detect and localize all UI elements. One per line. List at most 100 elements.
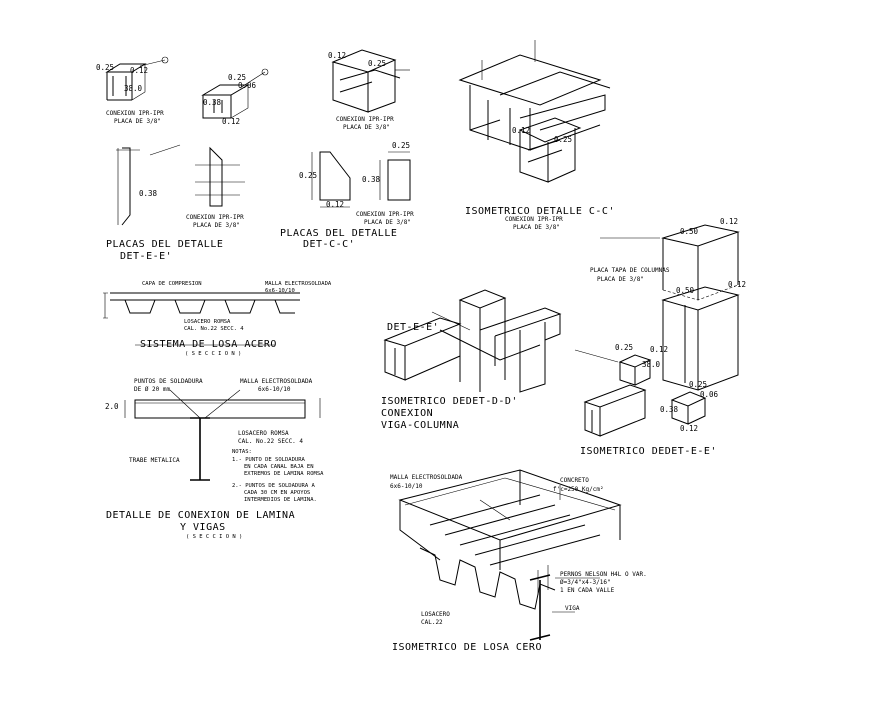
- caption-placa: PLACA DE 3/8": [193, 222, 240, 229]
- losa-acero-section: [103, 292, 300, 346]
- caption-conexion: CONEXION IPR-IPR: [336, 116, 394, 123]
- title-placas-e: PLACAS DEL DETALLE: [106, 239, 224, 250]
- label-losacero: LOSACERO ROMSA: [184, 319, 231, 325]
- title-iso-c: ISOMETRICO DETALLE C-C': [465, 206, 615, 217]
- caption-conexion: CONEXION IPR-IPR: [186, 214, 244, 221]
- label-malla: MALLA ELECTROSOLDADA: [240, 378, 313, 385]
- dim-label: 0.12: [512, 126, 531, 135]
- iso-d-viga-columna: [383, 289, 562, 393]
- title-iso-d-viga: VIGA-COLUMNA: [381, 420, 460, 431]
- title-iso-e: ISOMETRICO DEDET-E-E': [580, 446, 717, 457]
- label-losacero: LOSACERO ROMSA: [238, 430, 289, 437]
- note-text: EXTREMOS DE LAMINA ROMSA: [244, 471, 324, 477]
- dim-label: 0.12: [326, 200, 345, 209]
- title-iso-d-conexion: CONEXION: [381, 408, 434, 419]
- label-trabe: TRABE METALICA: [129, 457, 180, 464]
- title-sistema-losa: SISTEMA DE LOSA ACERO: [140, 339, 277, 350]
- title-det-conexion-sub: Y VIGAS: [180, 522, 226, 533]
- label-det-e-ref: DET-E-E': [387, 322, 440, 333]
- dim-label: 0.25: [554, 135, 573, 144]
- ipr-connection-small: [574, 349, 652, 386]
- label-pernos-diam: Ø=3/4"x4-3/16": [560, 579, 611, 586]
- iso-e-columna: [600, 224, 740, 391]
- dim-label: 0.25: [299, 171, 318, 180]
- ipr-connection-detail-1: [105, 56, 169, 101]
- dim-label: 0.12: [130, 66, 149, 75]
- caption-conexion: CONEXION IPR-IPR: [505, 216, 563, 223]
- title-det-conexion: DETALLE DE CONEXION DE LAMINA: [106, 510, 296, 521]
- dim-label: 0.06: [238, 81, 257, 90]
- label-viga: VIGA: [565, 605, 580, 612]
- dim-label: 0.12: [328, 51, 347, 60]
- dim-label: 0.25: [689, 380, 708, 389]
- conexion-lamina-section: [124, 389, 321, 481]
- iso-losa-cero: [398, 469, 622, 641]
- title-iso-losa: ISOMETRICO DE LOSA CERO: [392, 642, 542, 653]
- dim-label: 0.12: [222, 117, 241, 126]
- note-text: 2.- PUNTOS DE SOLDADURA A: [232, 483, 315, 489]
- label-losacero-spec: CAL. No.22 SECC. 4: [184, 326, 244, 332]
- dim-label: 2.0: [105, 402, 119, 411]
- label-losacero: LOSACERO: [421, 611, 450, 618]
- label-capa-compresion: CAPA DE COMPRESION: [142, 281, 202, 287]
- dim-label: 0.06: [700, 390, 719, 399]
- caption-conexion: CONEXION IPR-IPR: [356, 211, 414, 218]
- note-text: 1.- PUNTO DE SOLDADURA: [232, 457, 305, 463]
- note-text: EN CADA CANAL BAJA EN: [244, 464, 314, 470]
- caption-placa: PLACA DE 3/8": [597, 276, 644, 283]
- label-puntos: PUNTOS DE SOLDADURA: [134, 378, 203, 385]
- label-losacero-spec: CAL. No.22 SECC. 4: [238, 438, 304, 445]
- placa-detalle-e: [116, 144, 245, 226]
- dim-label: 0.12: [720, 217, 739, 226]
- dim-label: 0.12: [650, 345, 669, 354]
- title-placas-c: PLACAS DEL DETALLE: [280, 228, 398, 239]
- iso-e-viga: [583, 384, 707, 437]
- note-text: CADA 30 CM EN APOYOS: [244, 490, 311, 496]
- dim-label: 38.0: [124, 84, 143, 93]
- iso-c-small: [331, 49, 410, 113]
- caption-placa: PLACA DE 3/8": [343, 124, 390, 131]
- label-puntos-spec: DE Ø 20 mm: [134, 386, 171, 393]
- ipr-connection-detail-2: [201, 68, 269, 119]
- dim-label: 0.12: [680, 424, 699, 433]
- label-malla-spec: 6x6-10/10: [258, 386, 291, 393]
- label-notas: NOTAS:: [232, 449, 252, 455]
- title-seccion: ( S E C C I O N ): [185, 351, 242, 357]
- dim-label: 0.38: [203, 98, 222, 107]
- caption-placa-tapa: PLACA TAPA DE COLUMNAS: [590, 267, 670, 274]
- dim-label: 0.25: [228, 73, 247, 82]
- caption-placa: PLACA DE 3/8": [364, 219, 411, 226]
- dim-label: 0.50: [676, 286, 695, 295]
- caption-conexion: CONEXION IPR-IPR: [106, 110, 164, 117]
- title-iso-d: ISOMETRICO DEDET-D-D': [381, 396, 518, 407]
- label-malla-spec: 6x6-10/10: [265, 288, 295, 294]
- dim-label: 0.38: [660, 405, 679, 414]
- label-fc: f'c=250 Kg/cm²: [553, 486, 604, 493]
- caption-placa: PLACA DE 3/8": [513, 224, 560, 231]
- placas-detalle-c: [311, 151, 411, 208]
- label-malla: MALLA ELECTROSOLDADA: [265, 281, 332, 287]
- title-placas-c-sub: DET-C-C': [303, 239, 356, 250]
- dim-label: 0.25: [368, 59, 387, 68]
- label-losacero-spec: CAL.22: [421, 619, 443, 626]
- label-malla-spec: 6x6-10/10: [390, 483, 423, 490]
- dim-label: 0.50: [680, 227, 699, 236]
- dim-label: 0.25: [615, 343, 634, 352]
- dim-label: 0.38: [139, 189, 158, 198]
- label-pernos-note: 1 EN CADA VALLE: [560, 587, 615, 594]
- title-placas-e-sub: DET-E-E': [120, 251, 173, 262]
- label-malla: MALLA ELECTROSOLDADA: [390, 474, 463, 481]
- caption-placa: PLACA DE 3/8": [114, 118, 161, 125]
- dim-label: 0.38: [362, 175, 381, 184]
- label-pernos: PERNOS NELSON H4L O VAR.: [560, 571, 647, 578]
- dim-label: 0.25: [96, 63, 115, 72]
- note-text: INTERMEDIOS DE LAMINA.: [244, 497, 317, 503]
- dim-label: 38.0: [642, 360, 661, 369]
- dim-label: 0.25: [392, 141, 411, 150]
- title-seccion: ( S E C C I O N ): [186, 534, 243, 540]
- dim-label: 0.12: [728, 280, 747, 289]
- label-concreto: CONCRETO: [560, 477, 589, 484]
- iso-c-large: [458, 40, 611, 183]
